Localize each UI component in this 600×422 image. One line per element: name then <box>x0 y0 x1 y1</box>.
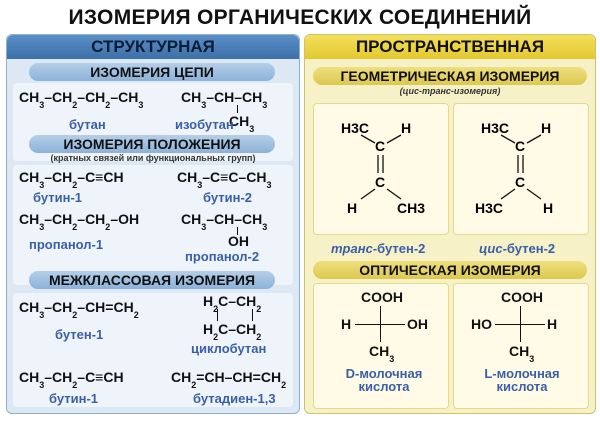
isobutane-name: изобутан <box>175 117 234 132</box>
butene1-formula: CH3–CH2–CH=CH2 <box>19 299 139 320</box>
isobutane-formula: CH3–CH–CH3 <box>181 89 268 110</box>
butyne1-name: бутин-1 <box>33 190 83 205</box>
l-top: COOH <box>501 289 543 305</box>
propanol2-formula: CH3–CH–CH3 <box>181 211 268 232</box>
cis-carbon-bottom: C <box>515 174 525 190</box>
isobutane-branch: CH3 <box>229 113 255 134</box>
propanol2-bond <box>237 227 238 235</box>
l-name: L-молочная кислота <box>484 366 560 394</box>
cis-carbon-top: C <box>515 138 525 154</box>
d-right: OH <box>407 316 428 332</box>
butyne2-name: бутин-2 <box>203 190 253 205</box>
d-lactic-box <box>313 283 449 409</box>
l-horizontal-bond <box>495 324 545 325</box>
butadiene-formula: CH2=CH–CH=CH2 <box>171 369 287 390</box>
cis-structure: H3C H C C H3C H <box>475 120 553 216</box>
spatial-panel: ПРОСТРАНСТВЕННАЯ ГЕОМЕТРИЧЕСКАЯ ИЗОМЕРИЯ… <box>304 34 596 414</box>
cyclobutane-name: циклобутан <box>191 341 267 356</box>
l-lactic-box <box>453 283 589 409</box>
d-left: H <box>341 316 352 332</box>
cyclobutane-bottom: H2C–CH2 <box>203 321 262 342</box>
butyne1-interclass-formula: CH3–CH2–C≡CH <box>19 369 124 390</box>
d-top: COOH <box>361 289 403 305</box>
trans-bottom-right: CH3 <box>397 200 425 216</box>
position-subtitle: (кратных связей или функциональных групп… <box>50 153 256 163</box>
butadiene-name: бутадиен-1,3 <box>193 391 276 406</box>
interclass-box <box>13 293 293 407</box>
structural-header: СТРУКТУРНАЯ <box>7 35 299 59</box>
cyclobutane-bond-left <box>217 309 218 321</box>
l-bottom: CH3 <box>509 343 535 364</box>
trans-top-left: H3C <box>341 120 369 136</box>
cis-bottom-right: H <box>543 200 553 216</box>
cis-bottom-left: H3C <box>475 200 503 216</box>
interclass-isomerism-title: МЕЖКЛАССОВАЯ ИЗОМЕРИЯ <box>29 271 275 289</box>
chain-isomerism-title: ИЗОМЕРИЯ ЦЕПИ <box>29 63 275 81</box>
d-bottom: CH3 <box>369 343 395 364</box>
l-right: H <box>547 316 558 332</box>
page-title: ИЗОМЕРИЯ ОРГАНИЧЕСКИХ СОЕДИНЕНИЙ <box>68 6 532 29</box>
cis-top-right: H <box>541 120 551 136</box>
trans-top-right: H <box>401 120 411 136</box>
propanol2-branch: OH <box>228 233 249 249</box>
propanol2-name: пропанол-2 <box>185 249 260 264</box>
butene1-name: бутен-1 <box>55 327 104 342</box>
cis-box <box>453 103 589 235</box>
butyne2-formula: CH3–C≡C–CH3 <box>177 169 272 190</box>
cis-top-left: H3C <box>481 120 509 136</box>
isobutane-bond <box>237 105 238 113</box>
propanol1-name: пропанол-1 <box>29 237 104 252</box>
trans-box <box>313 103 449 235</box>
propanol1-formula: CH3–CH2–CH2–OH <box>19 211 140 232</box>
cyclobutane-bond-right <box>252 309 253 321</box>
cyclobutane-top: H2C–CH2 <box>203 293 262 314</box>
cis-name: цис-бутен-2 <box>479 241 556 256</box>
geometric-subtitle: (цис-транс-изомерия) <box>399 86 501 96</box>
trans-name: транс-бутен-2 <box>331 241 426 256</box>
d-horizontal-bond <box>355 324 405 325</box>
optical-isomerism-title: ОПТИЧЕСКАЯ ИЗОМЕРИЯ <box>313 261 587 279</box>
structural-panel: СТРУКТУРНАЯ ИЗОМЕРИЯ ЦЕПИ CH3–CH2–CH2–CH… <box>6 34 300 414</box>
geometric-isomerism-title: ГЕОМЕТРИЧЕСКАЯ ИЗОМЕРИЯ <box>313 67 587 85</box>
trans-carbon-bottom: C <box>375 174 385 190</box>
trans-carbon-top: C <box>375 138 385 154</box>
trans-bottom-left: H <box>347 200 357 216</box>
spatial-header: ПРОСТРАНСТВЕННАЯ <box>305 35 595 59</box>
butyne1-formula: CH3–CH2–C≡CH <box>19 169 124 190</box>
position-isomerism-title: ИЗОМЕРИЯ ПОЛОЖЕНИЯ <box>29 135 275 153</box>
butane-formula: CH3–CH2–CH2–CH3 <box>19 89 144 110</box>
l-left: HO <box>471 316 492 332</box>
butane-name: бутан <box>69 117 106 132</box>
trans-structure: H3C H C C H CH3 <box>341 120 425 216</box>
butyne1-interclass-name: бутин-1 <box>49 391 99 406</box>
d-name: D-молочная кислота <box>345 366 423 394</box>
position-box <box>13 165 293 285</box>
